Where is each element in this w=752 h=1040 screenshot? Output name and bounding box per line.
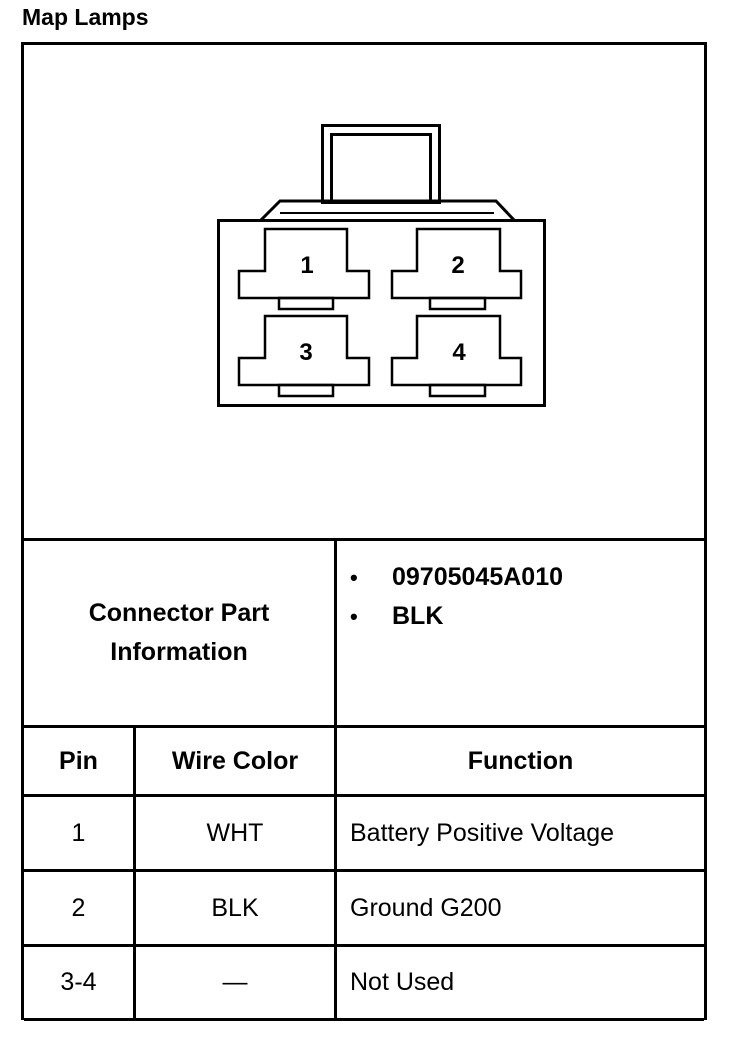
divider-part-info — [24, 725, 704, 728]
column-divider-function — [334, 541, 337, 1021]
pin-label-2: 2 — [451, 252, 464, 279]
pin-cavity-2 — [390, 227, 523, 311]
pin-cavity-3 — [237, 314, 371, 398]
header-function: Function — [467, 746, 574, 775]
pin-cavity-1 — [237, 227, 371, 311]
header-wire-color: Wire Color — [171, 746, 299, 775]
divider-row-2 — [24, 944, 704, 947]
part-info-label-line1: Connector Part — [88, 599, 270, 627]
header-pin: Pin — [59, 746, 98, 775]
connector-diagram: 1 2 3 4 — [24, 45, 704, 538]
divider-diagram — [24, 538, 704, 541]
row-3-function: Not Used — [350, 968, 455, 996]
divider-row-1 — [24, 869, 704, 872]
connector-face-drawing: 1 2 3 4 — [217, 124, 546, 407]
locking-tab — [321, 124, 441, 204]
part-info-label: Connector Part Information — [24, 541, 334, 725]
connector-shoulder — [259, 199, 516, 222]
page-title: Map Lamps — [22, 4, 149, 30]
column-divider-pin — [133, 728, 136, 1021]
part-info-item: • 09705045A010 — [350, 558, 563, 597]
bullet-icon: • — [350, 564, 358, 590]
pin-cavity-4 — [390, 314, 523, 398]
part-info-list: • 09705045A010 • BLK — [350, 558, 563, 636]
row-2-function: Ground G200 — [350, 893, 502, 922]
row-2-pin: 2 — [71, 893, 86, 922]
pin-label-3: 3 — [299, 339, 312, 366]
bullet-icon: • — [350, 603, 358, 629]
connector-body — [217, 219, 546, 407]
row-1-function: Battery Positive Voltage — [350, 818, 615, 847]
pin-label-1: 1 — [300, 252, 313, 279]
part-number: 09705045A010 — [392, 563, 563, 591]
divider-row-3 — [24, 1018, 704, 1021]
row-2-wire-color: BLK — [211, 893, 259, 922]
connector-color: BLK — [392, 602, 444, 630]
row-1-pin: 1 — [71, 818, 86, 847]
row-1-wire-color: WHT — [206, 818, 264, 847]
divider-header — [24, 794, 704, 797]
part-info-label-line2: Information — [110, 638, 248, 666]
pin-label-4: 4 — [452, 339, 466, 366]
part-info-item: • BLK — [350, 597, 563, 636]
row-3-pin: 3-4 — [60, 968, 97, 996]
row-3-wire-color: — — [222, 968, 248, 996]
locking-tab-inner — [330, 133, 432, 204]
connector-table-frame: 1 2 3 4 Connector Part Information • 0970… — [21, 42, 707, 1021]
